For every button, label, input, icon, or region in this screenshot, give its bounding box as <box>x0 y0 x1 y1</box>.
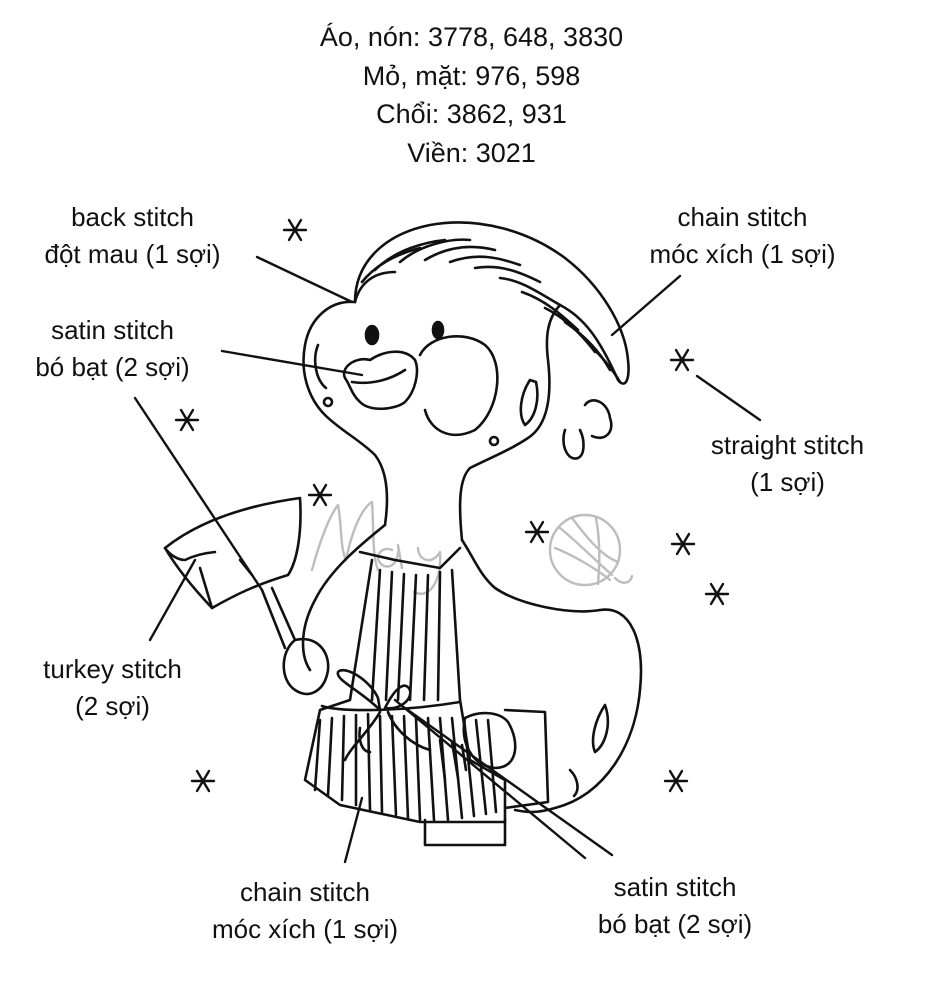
key-line-shirt-hat: Áo, nón: 3778, 648, 3830 <box>319 22 624 52</box>
label-chain-stitch-hat-detail: móc xích (1 sợi) <box>649 239 836 269</box>
label-turkey-stitch: turkey stitch (2 sợi) <box>15 651 210 725</box>
apron <box>303 546 507 824</box>
label-satin-stitch-bow: satin stitch bó bạt (2 sợi) <box>575 869 775 943</box>
label-straight-stitch-detail: (1 sợi) <box>750 467 825 497</box>
label-chain-stitch-apron-name: chain stitch <box>239 877 371 907</box>
label-turkey-stitch-name: turkey stitch <box>43 654 182 684</box>
label-satin-stitch-bow-detail: bó bạt (2 sợi) <box>597 909 753 939</box>
label-back-stitch-name: back stitch <box>71 202 194 232</box>
label-satin-stitch-bow-name: satin stitch <box>613 872 737 902</box>
duck-body <box>301 523 643 847</box>
label-turkey-stitch-detail: (2 sợi) <box>75 691 150 721</box>
label-satin-stitch-beak-detail: bó bạt (2 sợi) <box>35 352 190 382</box>
label-straight-stitch: straight stitch (1 sợi) <box>690 427 885 501</box>
key-line-broom: Chổi: 3862, 931 <box>376 99 567 129</box>
label-satin-stitch-beak: satin stitch bó bạt (2 sợi) <box>10 312 215 386</box>
label-satin-stitch-beak-name: satin stitch <box>51 315 174 345</box>
label-chain-stitch-hat: chain stitch móc xích (1 sợi) <box>625 199 860 273</box>
arms <box>282 637 517 770</box>
duck-head <box>302 300 613 542</box>
sparkle-stars <box>174 218 730 793</box>
broom <box>163 496 302 650</box>
label-chain-stitch-hat-name: chain stitch <box>677 202 808 232</box>
thread-color-key: Áo, nón: 3778, 648, 3830 Mỏ, mặt: 976, 5… <box>200 18 743 172</box>
label-straight-stitch-name: straight stitch <box>710 430 865 460</box>
watermark-logo <box>310 500 634 595</box>
label-chain-stitch-apron: chain stitch móc xích (1 sợi) <box>185 874 425 948</box>
label-back-stitch-detail: đột mau (1 sợi) <box>44 239 221 269</box>
key-line-beak-face: Mỏ, mặt: 976, 598 <box>362 60 581 91</box>
label-chain-stitch-apron-detail: móc xích (1 sợi) <box>211 914 399 944</box>
hat-outline <box>353 221 630 385</box>
key-line-outline: Viền: 3021 <box>407 137 536 168</box>
leader-lines <box>133 255 762 864</box>
label-back-stitch: back stitch đột mau (1 sợi) <box>30 199 235 273</box>
